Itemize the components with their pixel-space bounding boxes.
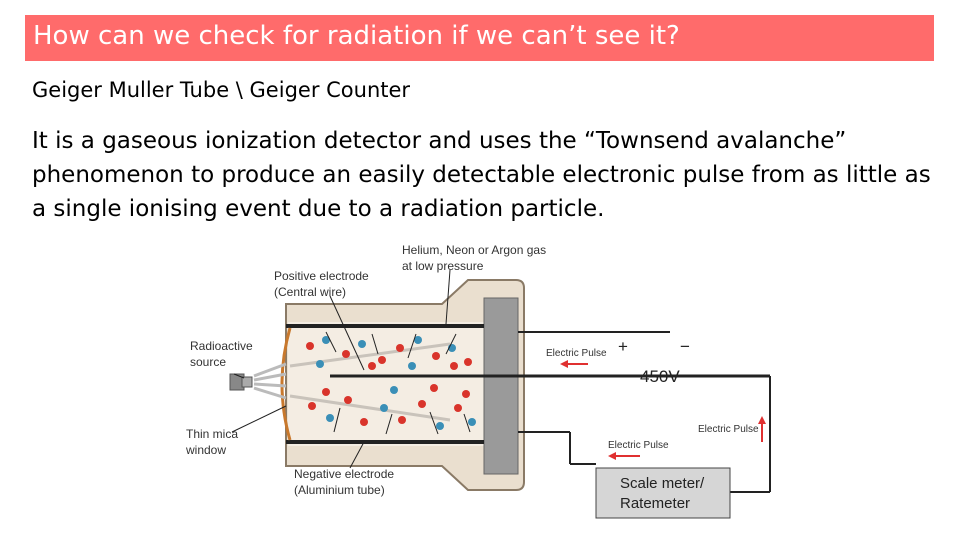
ion-drift-arrows — [325, 331, 471, 435]
radioactive-source-label-line1: Radioactive — [190, 339, 253, 353]
negative-electrode-label-line1: Negative electrode — [294, 467, 394, 481]
electric-pulse-top-label: Electric Pulse — [546, 348, 607, 359]
scale-meter-label-line1: Scale meter/ — [620, 475, 705, 492]
minus-terminal: − — [680, 337, 690, 356]
title-bar: How can we check for radiation if we can… — [25, 15, 934, 61]
circuit-wires — [518, 331, 771, 493]
mica-window — [280, 327, 292, 441]
mica-window-label-line1: Thin mica — [186, 427, 238, 441]
positive-electrode-label-line1: Positive electrode — [274, 269, 369, 283]
gas-label-line2: at low pressure — [402, 259, 484, 273]
ion-pairs — [306, 336, 476, 430]
source-holder — [241, 376, 253, 388]
mica-window-label-line2: window — [185, 443, 226, 457]
plus-terminal: + — [618, 337, 628, 356]
tube-end-cap — [483, 297, 519, 475]
tube-chamber — [288, 322, 484, 446]
gas-label-line1: Helium, Neon or Argon gas — [402, 243, 546, 257]
pulse-arrowhead-top — [560, 360, 568, 368]
electric-pulse-bottom-label: Electric Pulse — [608, 440, 669, 451]
pulse-arrowhead-right — [758, 416, 766, 424]
description-paragraph: It is a gaseous ionization detector and … — [32, 128, 931, 222]
voltage-label: 450V — [640, 367, 680, 386]
negative-electrode-label-line2: (Aluminium tube) — [294, 483, 385, 497]
electric-pulse-right-label: Electric Pulse — [698, 424, 759, 435]
pulse-arrowhead-bottom — [608, 452, 616, 460]
scale-meter-box — [595, 467, 731, 519]
slide-subtitle: Geiger Muller Tube \ Geiger Counter — [32, 78, 411, 102]
positive-electrode-label-line2: (Central wire) — [274, 285, 346, 299]
radioactive-source-label-line2: source — [190, 355, 226, 369]
scale-meter-label-line2: Ratemeter — [620, 495, 690, 512]
geiger-tube-diagram: Helium, Neon or Argon gas at low pressur… — [185, 243, 771, 519]
label-leader-lines — [231, 269, 451, 469]
slide-title: How can we check for radiation if we can… — [33, 21, 680, 51]
